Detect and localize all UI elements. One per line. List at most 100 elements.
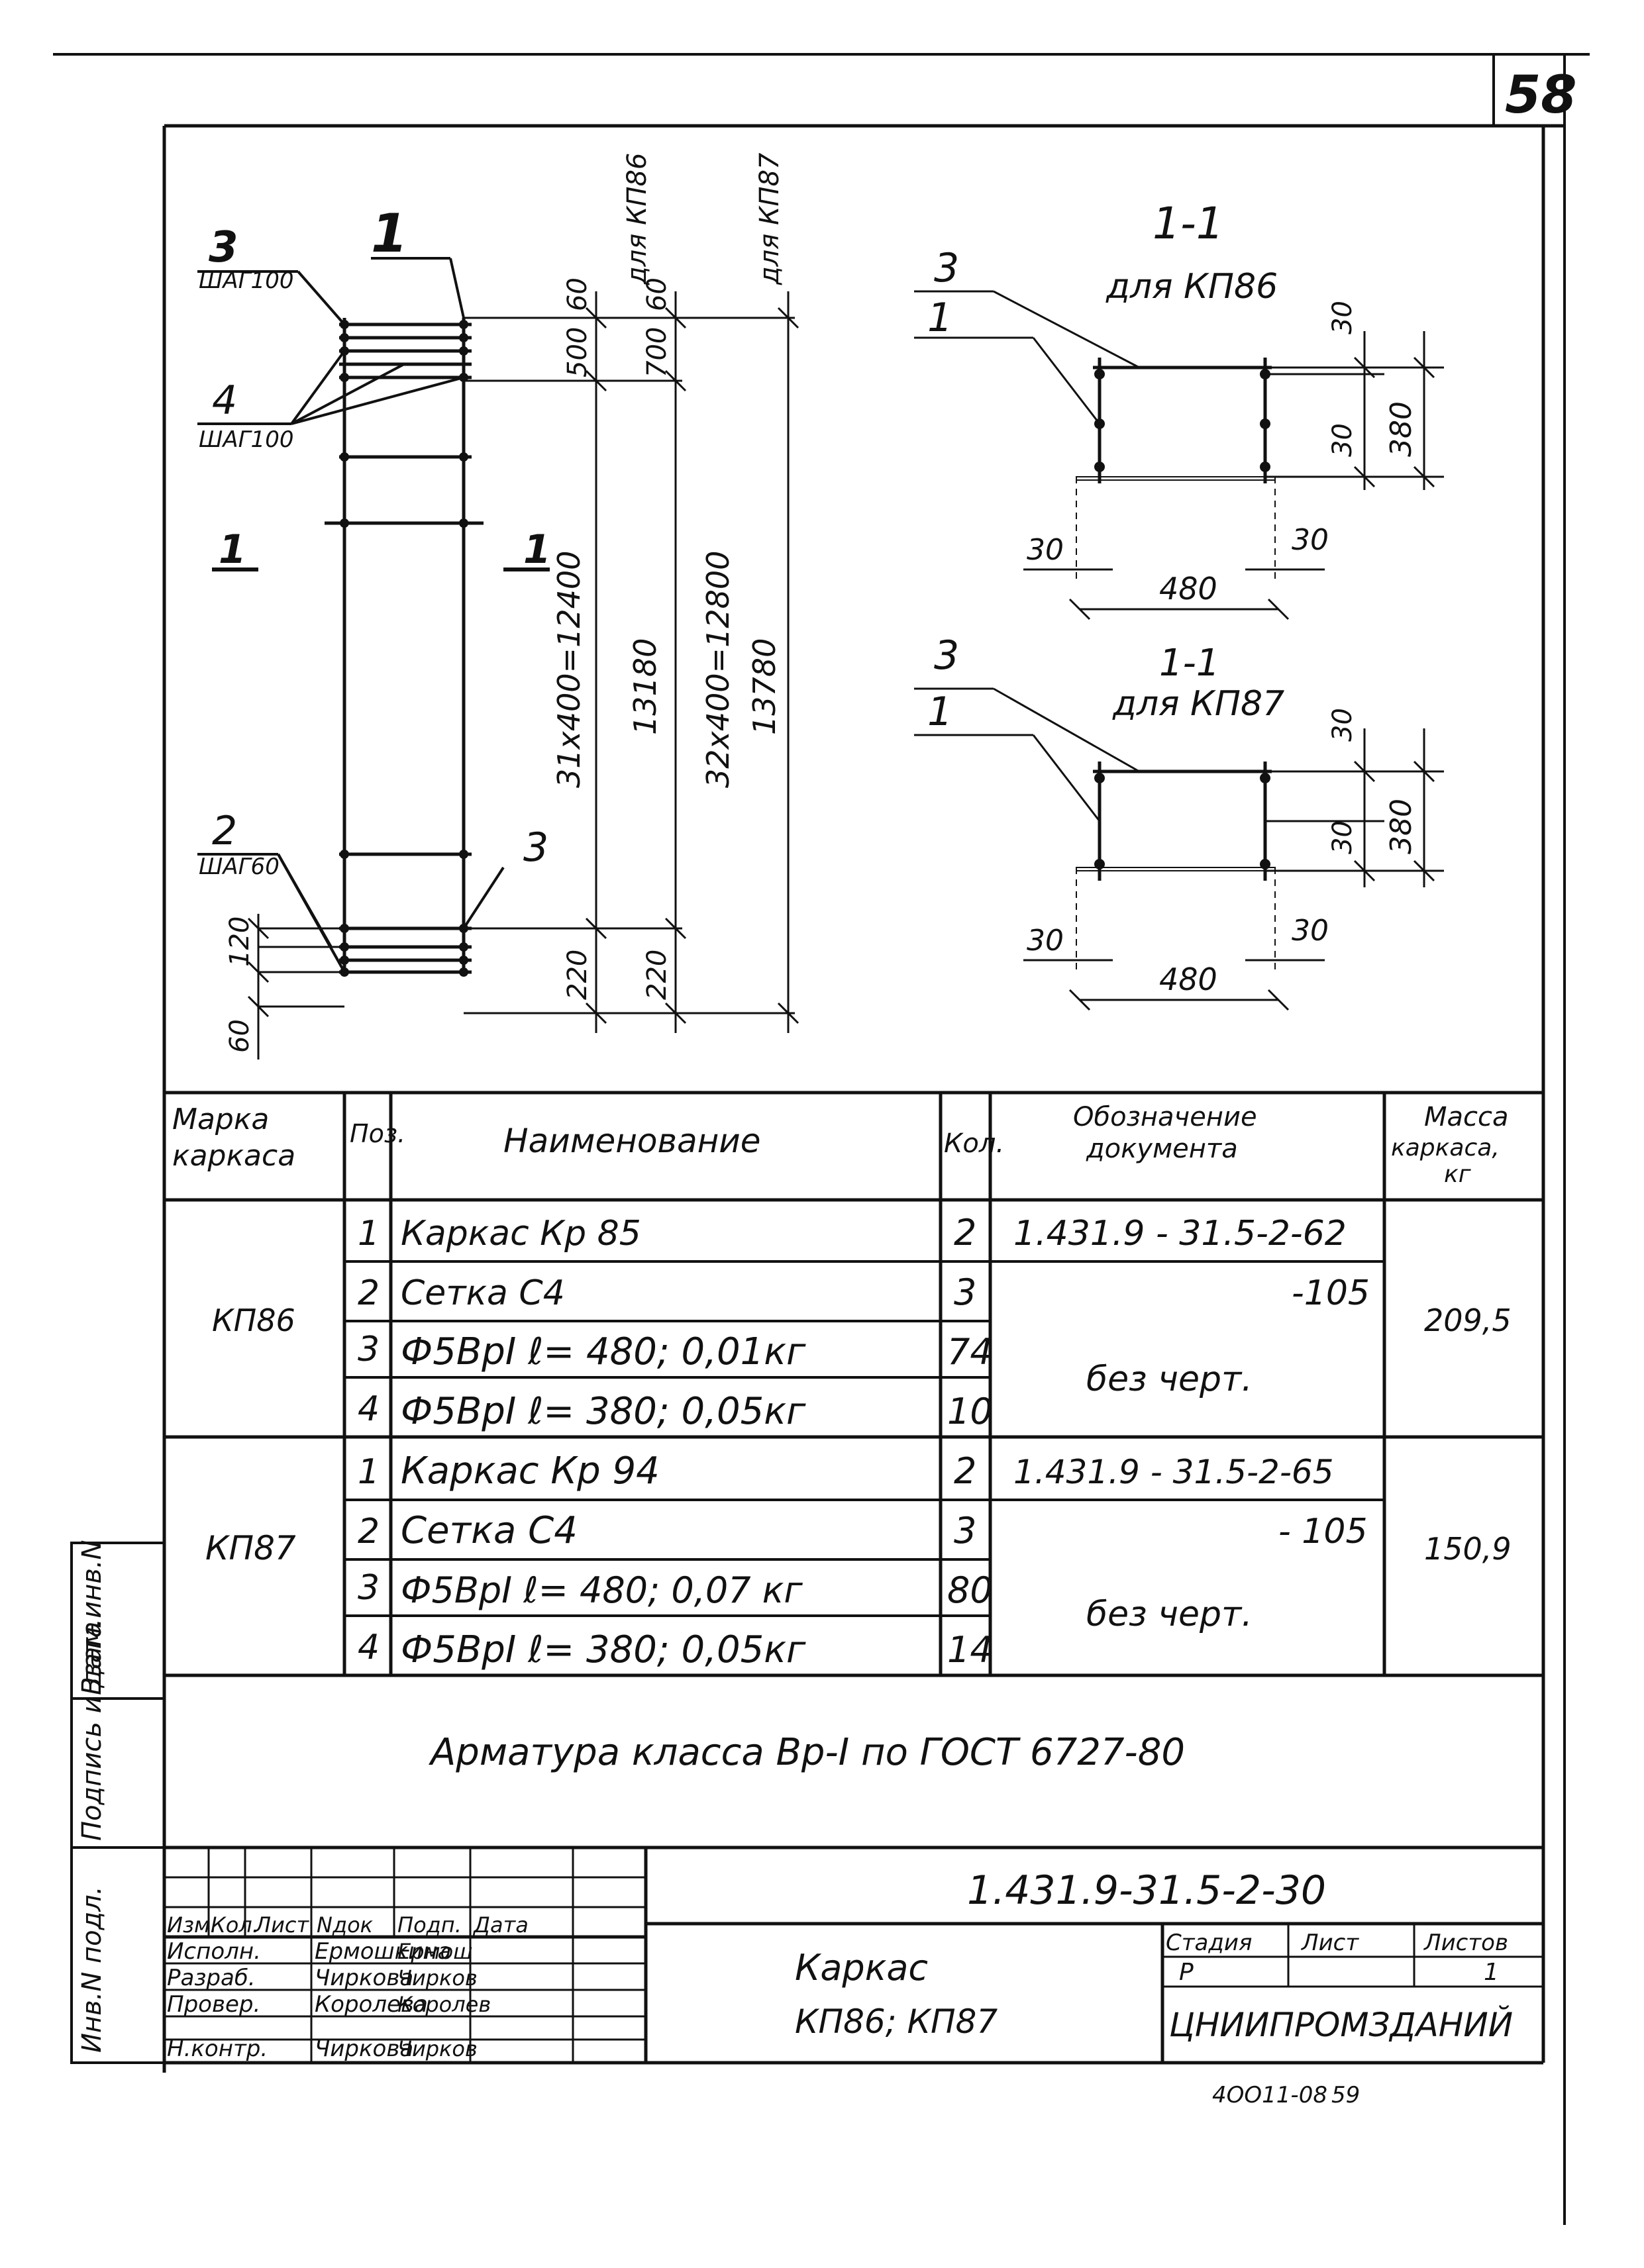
tb-sheets: 1 (1484, 1959, 1499, 1986)
section-kp87-dim-480: 480 (1159, 961, 1217, 997)
section-kp87-title: 1-1 (1159, 642, 1219, 685)
kp86-row3-doc: без черт. (1086, 1359, 1253, 1399)
label-for-kp86: для КП86 (622, 153, 652, 285)
tb-sheet-label: Лист (1300, 1930, 1359, 1956)
tb-sign-3: Королев (397, 1992, 491, 2017)
section-kp86-dim-480: 480 (1159, 571, 1217, 607)
title-block-grid (164, 1846, 1543, 2063)
left-callout-2: 2 (212, 808, 237, 854)
group-kp87-mass: 150,9 (1424, 1531, 1512, 1567)
header-pos: Поз. (350, 1119, 405, 1148)
tb-stage: Р (1179, 1959, 1194, 1986)
sheet-number: 58 (1505, 66, 1577, 125)
tb-role-1: Исполн. (167, 1938, 261, 1965)
left-callout-3: 3 (209, 223, 238, 272)
kp86-row4-qty: 10 (947, 1391, 993, 1432)
group-kp87-mark: КП87 (205, 1529, 296, 1567)
section-kp86-label-1: 1 (927, 295, 952, 341)
group-kp86-mark: КП86 (212, 1303, 295, 1338)
section-kp87-dim-30-right: 30 (1292, 914, 1329, 948)
kp86-row2-qty: 3 (954, 1271, 976, 1313)
side-stamp (70, 1542, 166, 2064)
tb-name-1: Ермошкина (315, 1938, 451, 1965)
tb-header-ndok: Nдок (317, 1912, 374, 1938)
left-callout-4: 4 (212, 377, 237, 424)
tb-sheets-label: Листов (1423, 1930, 1508, 1956)
dim-60-top-1: 60 (562, 277, 593, 311)
section-kp87-dims (914, 687, 1444, 1011)
tb-sign-1: Ермош (397, 1939, 473, 1964)
group-kp86-mass: 209,5 (1424, 1303, 1512, 1338)
section-kp86-dim-30-left: 30 (1027, 533, 1064, 567)
tb-name-2: Чиркова (315, 1965, 413, 1991)
section-kp87-dim-30-mid: 30 (1327, 820, 1358, 854)
section-kp87-label-1: 1 (927, 689, 952, 735)
section-kp86-dim-30-mid: 30 (1327, 423, 1358, 457)
kp86-row1-pos: 1 (358, 1214, 380, 1254)
kp86-row2-pos: 2 (358, 1273, 380, 1313)
kp87-row3-doc: без черт. (1086, 1595, 1253, 1634)
tb-role-3: Провер. (167, 1991, 260, 2018)
kp87-row2-qty: 3 (954, 1510, 976, 1552)
side-stamp-signature-date: Подпись и дата (77, 1622, 107, 1841)
dim-60-bottom: 60 (225, 1019, 255, 1053)
section-kp86-dims (914, 290, 1444, 620)
kp86-row2-doc: -105 (1292, 1273, 1370, 1313)
label-for-kp87: для КП87 (754, 152, 785, 285)
dim-60-top-2: 60 (642, 277, 672, 311)
tb-header-podp: Подп. (397, 1912, 462, 1938)
left-callout-2-step: ШАГ60 (199, 854, 280, 880)
header-doc-line2: документа (1086, 1134, 1238, 1164)
header-mark-line2: каркаса (172, 1139, 295, 1173)
kp87-row4-name: Ф5ВрI ℓ= 380; 0,05кг (401, 1628, 806, 1671)
tb-sign-4: Чирков (397, 2036, 478, 2061)
dim-700: 700 (642, 327, 672, 377)
header-mark-line1: Марка (172, 1103, 269, 1136)
section-kp87-subtitle: для КП87 (1112, 684, 1284, 724)
dim-13780: 13780 (746, 638, 782, 735)
section-kp87-dim-380: 380 (1384, 799, 1418, 854)
side-stamp-inv-no: Инв.N подл. (77, 1886, 107, 2053)
kp87-row2-pos: 2 (358, 1512, 380, 1552)
kp87-row3-pos: 3 (358, 1568, 380, 1608)
spec-table-grid (164, 1091, 1543, 1677)
kp87-row1-pos: 1 (358, 1452, 380, 1492)
section-kp87-dim-30-left: 30 (1027, 924, 1064, 958)
bottom-mark: 59 (1331, 2082, 1360, 2108)
kp87-row4-pos: 4 (358, 1628, 380, 1667)
kp86-row3-name: Ф5ВрI ℓ= 480; 0,01кг (401, 1330, 806, 1373)
section-mark-left: 1 (219, 526, 246, 573)
section-kp86-subtitle: для КП86 (1105, 267, 1278, 307)
section-kp86-dim-380: 380 (1384, 401, 1418, 457)
tb-name-3: Королева (315, 1991, 428, 2018)
section-kp86-dots (1094, 369, 1270, 472)
tb-header-list: Лист (254, 1912, 309, 1938)
kp87-row1-name: Каркас Кр 94 (401, 1450, 660, 1493)
kp86-row4-pos: 4 (358, 1389, 380, 1429)
section-kp86-label-3: 3 (934, 245, 959, 291)
left-view-geometry (325, 318, 484, 974)
tb-name-4: Чиркова (315, 2036, 413, 2062)
header-name: Наименование (503, 1122, 761, 1160)
left-callout-4-step: ШАГ100 (199, 426, 293, 453)
left-callout-3-step: ШАГ100 (199, 268, 293, 294)
header-mass-line1: Масса (1424, 1102, 1509, 1132)
tb-sign-2: Чирков (397, 1965, 478, 1991)
kp86-row1-name: Каркас Кр 85 (401, 1214, 641, 1254)
spec-note: Арматура класса Вр-I по ГОСТ 6727-80 (429, 1731, 1185, 1774)
kp86-row4-name: Ф5ВрI ℓ= 380; 0,05кг (401, 1390, 806, 1433)
dim-13180: 13180 (627, 638, 663, 735)
kp87-row4-qty: 14 (947, 1629, 993, 1671)
section-kp86-dim-30-right: 30 (1292, 523, 1329, 557)
tb-header-date: Дата (472, 1912, 529, 1938)
kp86-row1-qty: 2 (954, 1212, 976, 1254)
kp87-row1-doc: 1.431.9 - 31.5-2-65 (1013, 1453, 1334, 1491)
dim-120: 120 (225, 916, 255, 967)
section-mark-right: 1 (523, 526, 551, 573)
dim-31x400: 31х400=12400 (551, 551, 587, 788)
tb-stage-label: Стадия (1166, 1930, 1252, 1956)
section-kp87-dots (1094, 773, 1270, 869)
section-kp87-dim-30-top: 30 (1327, 708, 1358, 742)
title-line2: КП86; КП87 (795, 2002, 998, 2041)
